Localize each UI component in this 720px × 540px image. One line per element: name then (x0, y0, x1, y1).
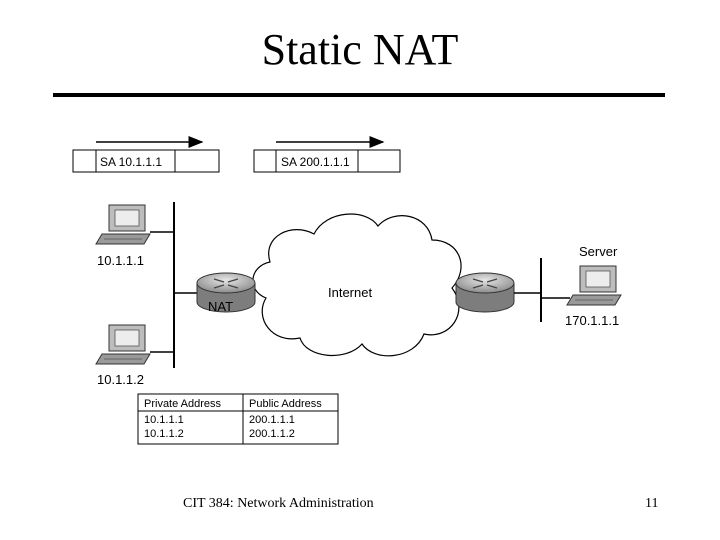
server-router-icon (455, 272, 515, 313)
nat-router-label: NAT (208, 299, 233, 314)
page-number: 11 (645, 496, 659, 511)
nat-table-cell: 10.1.1.2 (144, 428, 184, 440)
packet-private-label: SA 10.1.1.1 (100, 155, 162, 169)
title-divider (53, 93, 665, 97)
server-label: Server (579, 244, 618, 259)
slide-title: Static NAT (261, 25, 459, 74)
nat-table-cell: 200.1.1.1 (249, 414, 295, 426)
packet-public: SA 200.1.1.1 (253, 136, 401, 173)
host1-computer-icon (95, 204, 151, 245)
internet-label: Internet (328, 285, 372, 300)
nat-table-header-public: Public Address (249, 398, 322, 410)
nat-table-cell: 10.1.1.1 (144, 414, 184, 426)
footer-course: CIT 384: Network Administration (183, 496, 374, 511)
host2-computer-icon (95, 324, 151, 365)
host1-ip: 10.1.1.1 (97, 253, 144, 268)
server-ip: 170.1.1.1 (565, 313, 619, 328)
nat-table: Private Address Public Address 10.1.1.1 … (137, 393, 339, 445)
internet-cloud (252, 213, 462, 357)
packet-private: SA 10.1.1.1 (72, 136, 220, 173)
server-computer-icon (566, 265, 622, 306)
packet-private-box (72, 149, 220, 173)
nat-table-cell: 200.1.1.2 (249, 428, 295, 440)
nat-table-header-private: Private Address (144, 398, 222, 410)
host2-ip: 10.1.1.2 (97, 372, 144, 387)
nat-router-icon (196, 272, 256, 313)
packet-public-label: SA 200.1.1.1 (281, 155, 350, 169)
packet-public-box (253, 149, 401, 173)
